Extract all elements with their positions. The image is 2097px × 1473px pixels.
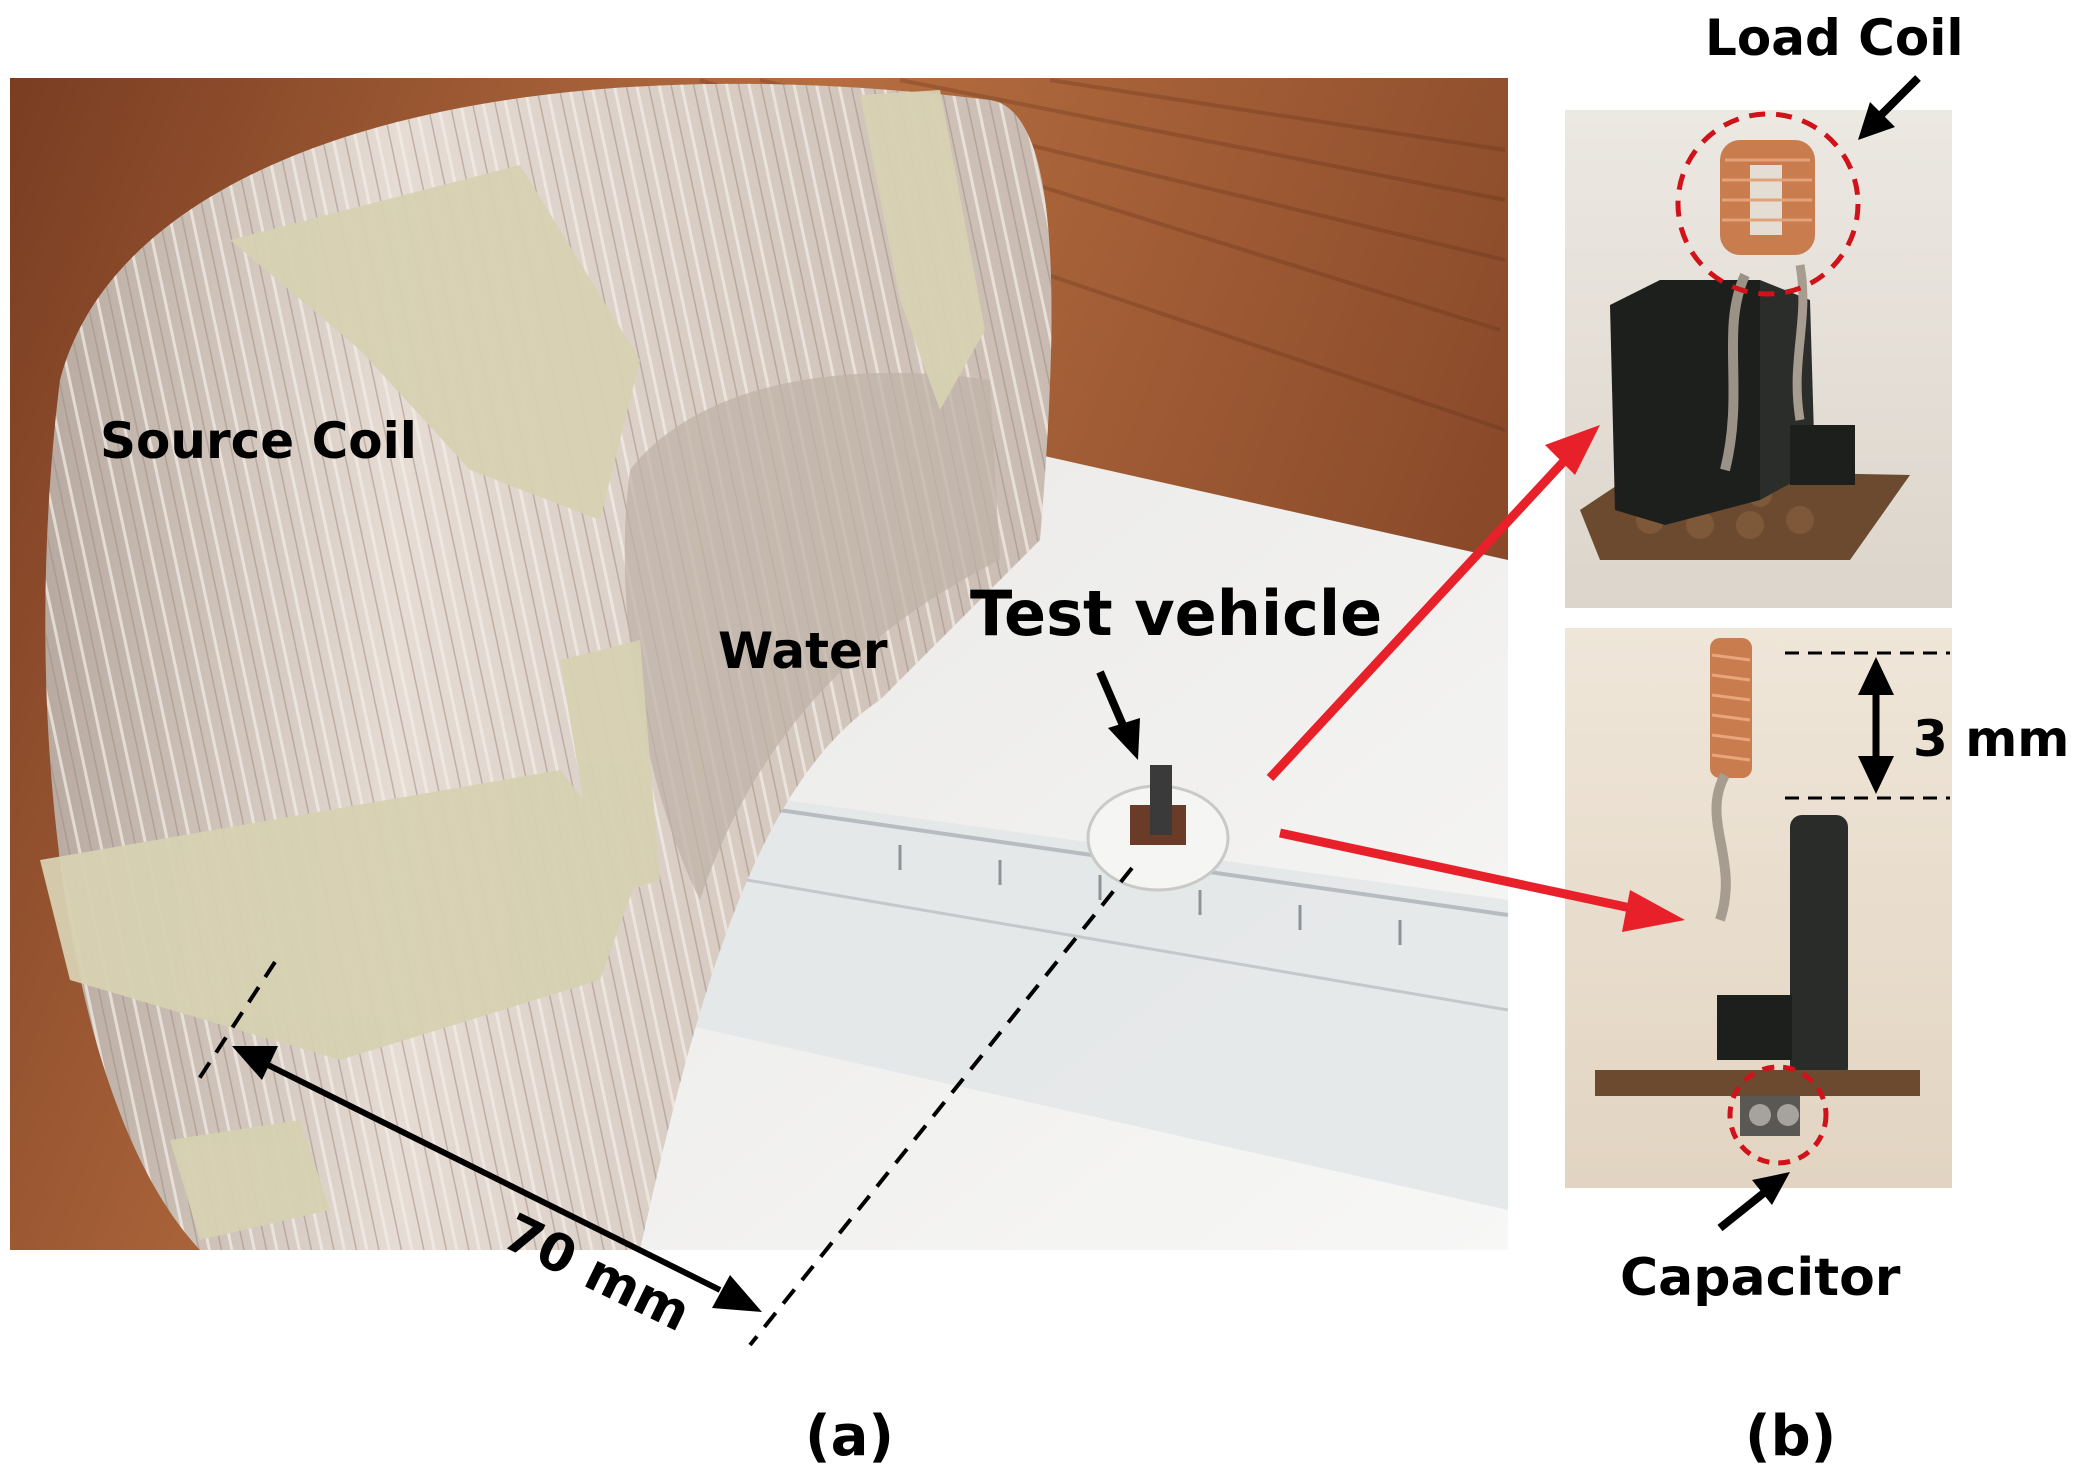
red-arrow-to-bottom	[1279, 828, 1685, 932]
capacitor-arrow	[1717, 1172, 1790, 1232]
label-capacitor: Capacitor	[1620, 1248, 1901, 1308]
panel-label-b: (b)	[1745, 1404, 1836, 1469]
panel-label-a: (a)	[805, 1404, 894, 1469]
panel-a-photo	[10, 78, 1509, 1251]
label-source-coil: Source Coil	[100, 412, 417, 470]
dimension-3mm	[1785, 651, 1950, 800]
dimension-70mm	[193, 866, 1134, 1347]
load-coil-highlight	[1675, 111, 1861, 297]
load-coil-arrow	[1858, 75, 1921, 140]
label-load-coil: Load Coil	[1705, 9, 1963, 67]
label-test-vehicle: Test vehicle	[970, 577, 1382, 650]
panel-b-top-photo	[1565, 110, 1952, 608]
capacitor-highlight	[1727, 1064, 1829, 1166]
test-vehicle-arrow	[1096, 670, 1140, 760]
red-arrow-to-top	[1266, 425, 1600, 782]
label-3mm: 3 mm	[1913, 710, 2069, 768]
label-water: Water	[718, 622, 888, 680]
